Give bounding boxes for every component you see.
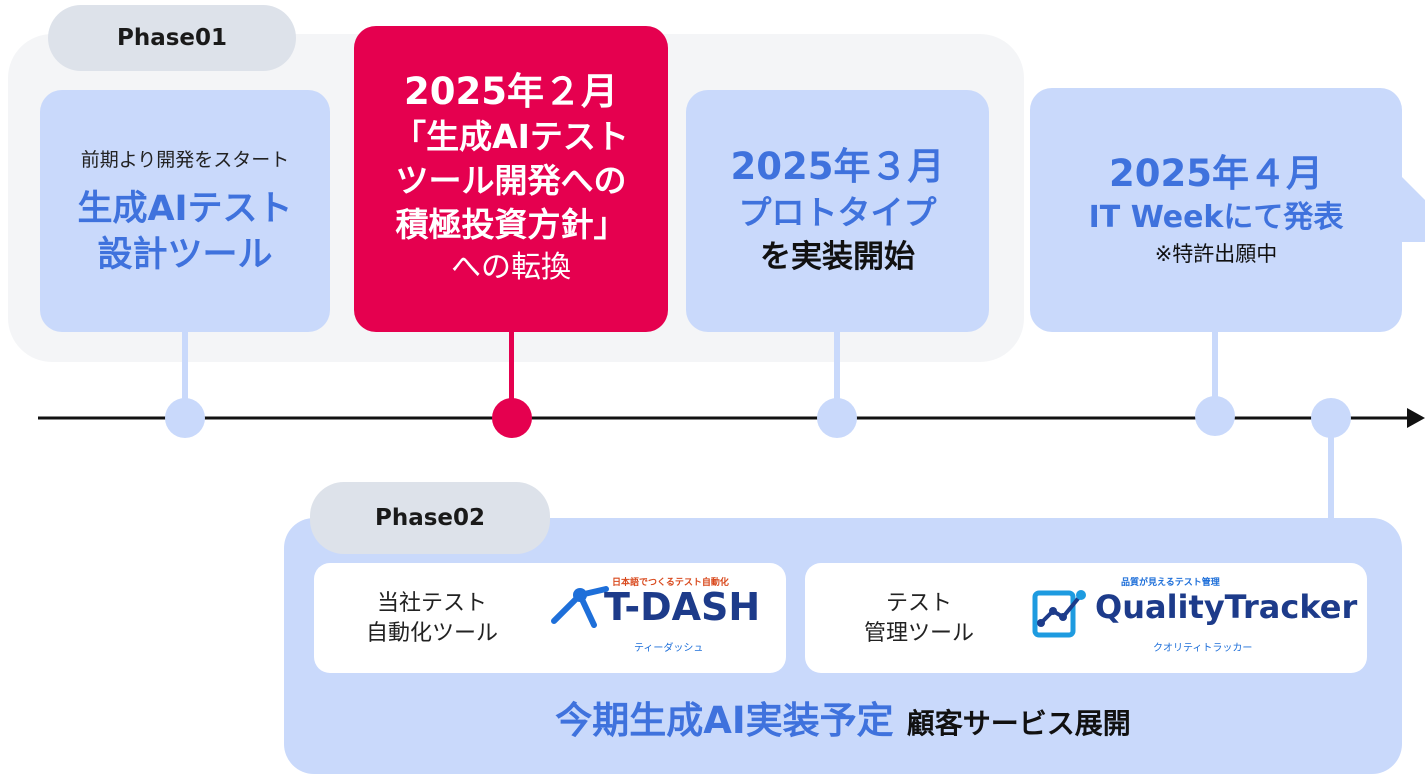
- card-start-sub: 前期より開発をスタート: [80, 148, 290, 171]
- tdash-logo-tagline: 日本語でつくるテスト自動化: [612, 578, 729, 588]
- timeline-arrow: [38, 408, 1425, 428]
- tool-tdash-desc2: 自動化ツール: [365, 621, 498, 646]
- card-mar-line2: プロトタイプ: [738, 193, 937, 232]
- card-apr-date: 2025年４月: [1109, 152, 1323, 195]
- tool-tdash-desc1: 当社テスト: [376, 591, 487, 616]
- tool-qt-desc1: テスト: [885, 591, 952, 616]
- card-start-title2: 設計ツール: [97, 234, 273, 275]
- card-feb-line2: 「生成AIテスト: [393, 117, 629, 156]
- tdash-logo-icon: [551, 586, 609, 628]
- card-apr-line3: ※特許出願中: [1154, 242, 1278, 266]
- phase02-statement-sub: 顧客サービス展開: [906, 707, 1131, 740]
- card-apr-line2: IT Weekにて発表: [1088, 200, 1344, 235]
- phase02-statement: 今期生成AI実装予定 顧客サービス展開: [284, 690, 1402, 744]
- timeline-dot-3: [817, 398, 857, 438]
- phase02-pill: Phase02: [310, 482, 550, 554]
- card-feb-line3: ツール開発への: [395, 161, 627, 200]
- card-apr-2025: 2025年４月 IT Weekにて発表 ※特許出願中: [1030, 88, 1402, 332]
- card-mar-2025: 2025年３月 プロトタイプ を実装開始: [686, 90, 989, 332]
- connector-line-3: [834, 332, 840, 414]
- timeline-dot-5: [1311, 398, 1351, 438]
- card-apr-pointer: [1395, 170, 1425, 242]
- qualitytracker-logo-tagline: 品質が見えるテスト管理: [1121, 578, 1220, 588]
- connector-line-5: [1328, 420, 1334, 528]
- timeline-dot-2: [492, 398, 532, 438]
- connector-line-4: [1212, 332, 1218, 414]
- tdash-logo-kana: ティーダッシュ: [634, 643, 704, 654]
- qualitytracker-logo-icon: [1032, 590, 1086, 638]
- tool-tdash-desc: 当社テスト 自動化ツール: [352, 589, 512, 649]
- qualitytracker-logo-kana: クオリティトラッカー: [1153, 643, 1253, 654]
- connector-line-1: [182, 332, 188, 414]
- card-feb-line4: 積極投資方針」: [395, 205, 627, 244]
- phase01-pill: Phase01: [48, 5, 296, 71]
- phase01-label: Phase01: [116, 25, 228, 51]
- tool-qt-desc2: 管理ツール: [863, 621, 974, 646]
- card-feb-line5: への転換: [451, 250, 571, 285]
- tool-qt-desc: テスト 管理ツール: [839, 589, 999, 649]
- qualitytracker-logo-name: QualityTracker: [1095, 588, 1358, 626]
- card-mar-date: 2025年３月: [730, 145, 945, 188]
- connector-line-2: [509, 332, 514, 414]
- card-feb-2025: 2025年２月 「生成AIテスト ツール開発への 積極投資方針」 への転換: [354, 26, 668, 332]
- card-start-title1: 生成AIテスト: [77, 188, 293, 229]
- card-start: 前期より開発をスタート 生成AIテスト 設計ツール: [40, 90, 330, 332]
- tdash-logo-name: T-DASH: [604, 585, 761, 629]
- timeline-dot-1: [165, 398, 205, 438]
- tool-card-tdash: 当社テスト 自動化ツール 日本語でつくるテスト自動化 T-DASH ティーダッシ…: [314, 563, 786, 673]
- phase02-statement-main: 今期生成AI実装予定: [555, 699, 894, 742]
- timeline-dot-4: [1195, 396, 1235, 436]
- card-feb-date: 2025年２月: [404, 70, 618, 113]
- card-mar-line3: を実装開始: [760, 239, 915, 275]
- tool-card-qualitytracker: テスト 管理ツール 品質が見えるテスト管理 QualityTracker クオリ…: [805, 563, 1367, 673]
- phase02-label: Phase02: [374, 505, 486, 531]
